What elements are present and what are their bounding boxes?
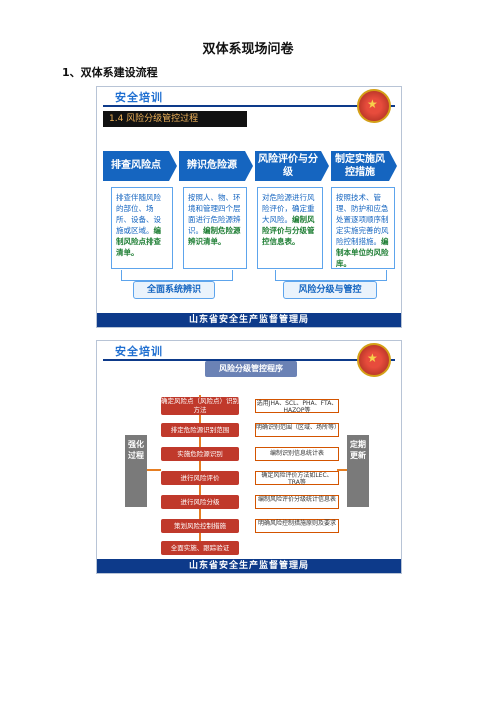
desc-hazard-identification: 按照人、物、环境和管理四个层面进行危险源辨识。编制危险源辨识清单。 [183,187,247,269]
summary-grading-control: 风险分级与管控 [283,281,377,299]
footer-bar [97,559,401,573]
proc-note-1: 选用JHA、SCL、PHA、FTA、HAZOP等 [255,399,339,414]
step-risk-evaluation: 风险评价与分级 [255,151,329,181]
proc-step-5: 进行风险分级 [161,495,239,509]
footer-text: 山东省安全生产监督管理局 [188,315,309,325]
proc-step-3: 实施危险源识别 [161,447,239,461]
proc-note-4: 确定风险评价方法如LEC、TRA等 [255,471,339,486]
desc-risk-evaluation: 对危险源进行风险评价，确定重大风险。编制风险评价与分级管控信息表。 [257,187,323,269]
desc-control-measures: 按照技术、管理、防护和应急处置逐项顺序制定实施完善的风险控制措施。编制本单位的风… [331,187,395,269]
proc-step-2: 排定危险源识别范围 [161,423,239,437]
slide-divider [103,105,395,107]
proc-note-3: 编制识别信息统计表 [255,447,339,461]
flow-line [199,395,201,545]
slide-risk-control-procedure: 安全培训 风险分级管控程序 强化过程 定期更新 确定风险点（风险点）识别方法 排… [96,340,402,574]
bracket-left [121,270,233,281]
proc-note-2: 明确识别范围（区域、场所等） [255,423,340,437]
emblem-icon [357,89,391,123]
step-hazard-identification: 辨识危险源 [179,151,253,181]
slide-divider [103,359,395,361]
emblem-icon [357,343,391,377]
proc-step-1: 确定风险点（风险点）识别方法 [161,397,239,415]
flow-line [147,469,161,471]
sidebar-periodic-update: 定期更新 [347,435,369,507]
proc-step-6: 策划风险控制措施 [161,519,239,533]
document-title: 双体系现场问卷 [202,42,294,57]
summary-systematic-identification: 全面系统辨识 [133,281,215,299]
step-risk-points: 排查风险点 [103,151,177,181]
slide-banner: 安全培训 [115,345,163,358]
section-heading: 1、双体系建设流程 [62,66,158,79]
proc-note-5: 编制风险评价分级统计信息表 [255,495,339,509]
slide-risk-control-process: 安全培训 1.4 风险分级管控过程 排查风险点 辨识危险源 风险评价与分级 制定… [96,86,402,328]
footer-text: 山东省安全生产监督管理局 [188,561,309,571]
bracket-right [275,270,387,281]
flow-line [337,469,347,471]
proc-step-7: 全面实施、跟踪验证 [161,541,239,555]
proc-step-4: 进行风险评价 [161,471,239,485]
section-label: 1.4 风险分级管控过程 [103,111,247,127]
sidebar-strengthen-process: 强化过程 [125,435,147,507]
step-control-measures: 制定实施风控措施 [331,151,397,181]
desc-risk-points: 排查伴随风险的部位、场所、设备、设施或区域。编制风险点排查清单。 [111,187,173,269]
slide-banner: 安全培训 [115,91,163,104]
footer-bar [97,313,401,327]
proc-note-6: 明确风险控制措施原则及要求 [255,519,339,533]
procedure-title: 风险分级管控程序 [205,361,297,377]
